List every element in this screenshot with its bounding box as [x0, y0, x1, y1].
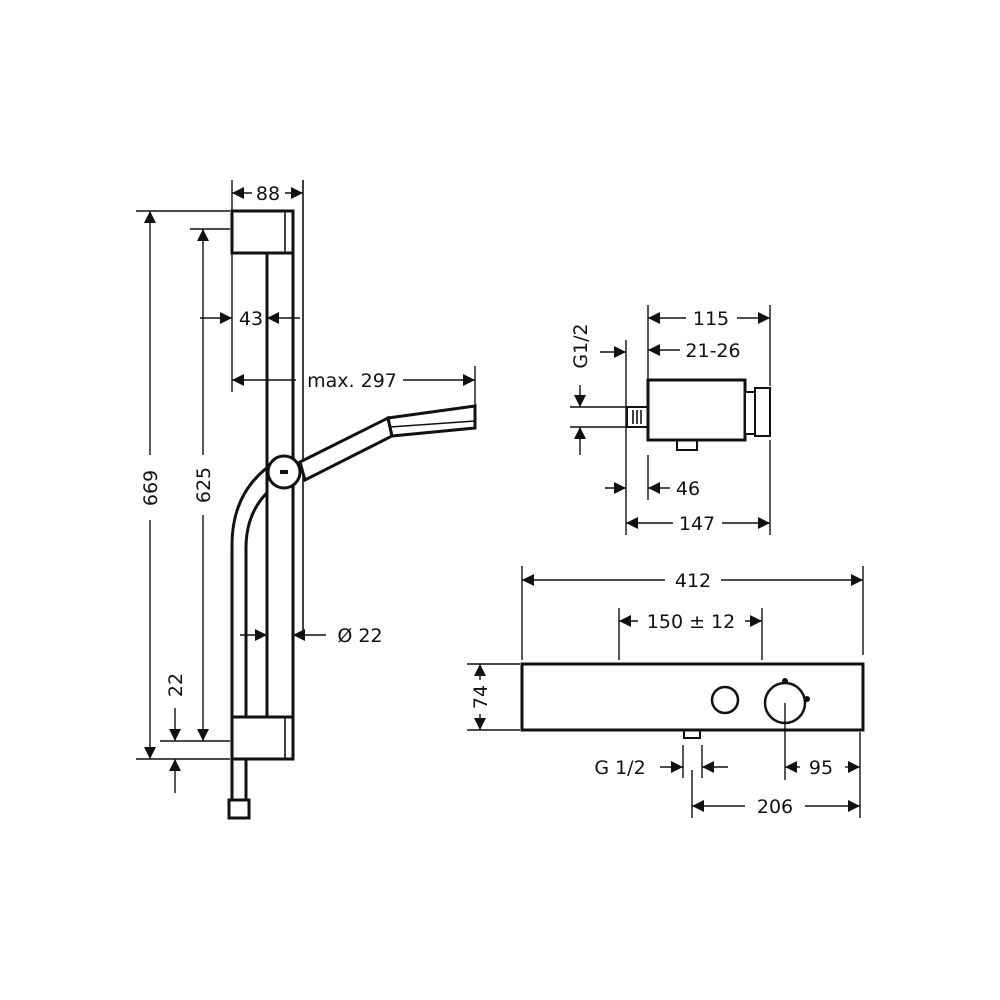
shower-thermostat: 412 150 ± 12 74 G 1/2 95 206: [467, 566, 865, 818]
dim-valve-wall-depth: 21-26: [685, 340, 740, 362]
dim-knob-offset: 95: [809, 757, 833, 779]
hand-shower-handle: [298, 415, 394, 483]
dim-valve-thread: G1/2: [570, 323, 592, 368]
dim-valve-inlet-offset: 46: [676, 478, 700, 500]
valve-body: [646, 378, 747, 442]
hose-nut: [227, 798, 251, 820]
wall-outlet-valve: 115 21-26 G1/2 46 147: [570, 305, 771, 535]
thermostat-body: [520, 662, 865, 732]
dim-mount-distance: 625: [193, 467, 215, 503]
dim-rail-offset: 43: [239, 308, 263, 330]
dim-thermostat-height: 74: [470, 685, 492, 709]
dim-thermostat-width: 412: [675, 570, 711, 592]
dim-rail-width: 88: [256, 183, 280, 205]
dim-valve-total-length: 147: [679, 513, 715, 535]
hand-shower-head: [386, 404, 477, 438]
shower-rail-set: 88 669 625 43 max. 297 Ø 22 22: [136, 180, 477, 820]
dim-bottom-offset: 22: [165, 673, 187, 697]
rail-top-bracket: [230, 209, 295, 255]
dim-outlet-thread: G 1/2: [594, 757, 645, 779]
flow-button: [710, 685, 740, 715]
rail-bottom-bracket: [230, 715, 295, 761]
dim-total-height: 669: [140, 470, 162, 506]
dim-outlet-offset: 206: [757, 796, 793, 818]
dim-connection-spacing: 150 ± 12: [647, 611, 735, 633]
dim-max-reach: max. 297: [307, 370, 397, 392]
dim-rail-diameter: Ø 22: [337, 625, 382, 647]
dim-valve-length: 115: [693, 308, 729, 330]
shower-hose: [230, 460, 276, 759]
valve-nut: [744, 391, 756, 435]
